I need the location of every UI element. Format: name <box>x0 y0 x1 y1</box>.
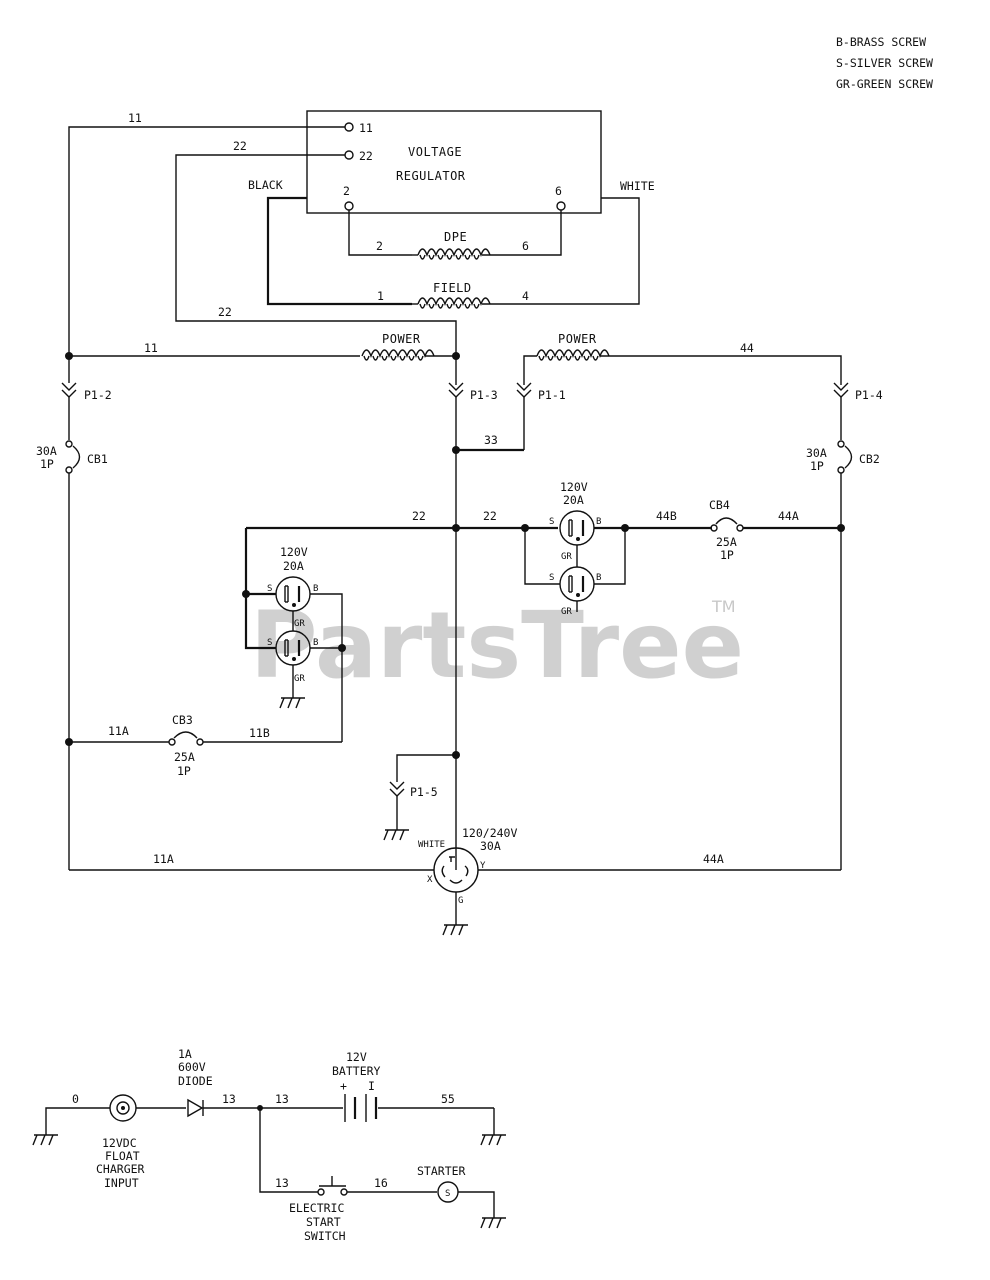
wire-33: 33 <box>484 433 498 447</box>
right-outlet-s2: S <box>549 573 554 583</box>
right-outlet-gr1: GR <box>561 552 572 562</box>
wire-44b: 44B <box>656 509 677 523</box>
watermark: PartsTree <box>250 592 744 699</box>
wire-44a-cb4: 44A <box>778 509 799 523</box>
charger-input-line2: FLOAT <box>105 1149 140 1163</box>
cb2-rating: 30A <box>806 446 827 460</box>
cb3-poles: 1P <box>177 764 191 778</box>
wire-0: 0 <box>72 1092 79 1106</box>
legend-brass: B-BRASS SCREW <box>836 35 926 49</box>
power-coil-right-label: POWER <box>558 332 597 346</box>
battery-plus: + <box>340 1079 347 1093</box>
wire-1: 1 <box>377 289 384 303</box>
wire-16: 16 <box>374 1176 388 1190</box>
regulator-title-line2: REGULATOR <box>396 169 466 183</box>
diode-line1: 1A <box>178 1047 192 1061</box>
power-coil-left-label: POWER <box>382 332 421 346</box>
wire-11b: 11B <box>249 726 270 740</box>
left-outlet-b2: B <box>313 638 318 648</box>
field-coil-label: FIELD <box>433 281 472 295</box>
cb4-poles: 1P <box>720 548 734 562</box>
twist-outlet-g: G <box>458 896 463 906</box>
wire-44-power: 44 <box>740 341 754 355</box>
left-outlet-s2: S <box>267 638 272 648</box>
left-outlet-voltage: 120V <box>280 545 308 559</box>
plug-p1-2: P1-2 <box>84 388 112 402</box>
wire-11-top: 11 <box>128 111 142 125</box>
wire-22-mid: 22 <box>218 305 232 319</box>
diode-symbol <box>187 1098 204 1118</box>
regulator-title-line1: VOLTAGE <box>408 145 462 159</box>
right-outlet-b2: B <box>596 573 601 583</box>
left-outlet-gr1: GR <box>294 619 305 629</box>
right-outlet-gr2: GR <box>561 607 572 617</box>
charger-input-line3: CHARGER <box>96 1162 145 1176</box>
dpe-coil-label: DPE <box>444 230 467 244</box>
regulator-term-6: 6 <box>555 184 562 198</box>
battery-minus: I <box>368 1079 375 1093</box>
cb1-poles: 1P <box>40 457 54 471</box>
battery-line2: BATTERY <box>332 1064 381 1078</box>
wire-13-b: 13 <box>275 1092 289 1106</box>
switch-line3: SWITCH <box>304 1229 346 1243</box>
voltage-regulator <box>306 110 602 214</box>
charger-input-line1: 12VDC <box>102 1136 137 1150</box>
regulator-term-11: 11 <box>359 121 373 135</box>
plug-p1-4: P1-4 <box>855 388 883 402</box>
plug-p1-1: P1-1 <box>538 388 566 402</box>
right-outlet-voltage: 120V <box>560 480 588 494</box>
wire-22-bus-left: 22 <box>412 509 426 523</box>
left-outlet-amps: 20A <box>283 559 304 573</box>
twist-outlet-amps: 30A <box>480 839 501 853</box>
wire-22-top: 22 <box>233 139 247 153</box>
charger-input-line4: INPUT <box>104 1176 139 1190</box>
watermark-tm: TM <box>711 597 736 616</box>
wire-13-c: 13 <box>275 1176 289 1190</box>
cb1-rating: 30A <box>36 444 57 458</box>
wire-6: 6 <box>522 239 529 253</box>
right-outlet-s1: S <box>549 517 554 527</box>
cb4-label: CB4 <box>709 498 730 512</box>
twist-outlet-x: X <box>427 875 433 885</box>
cb2-label: CB2 <box>859 452 880 466</box>
wire-22-bus-right: 22 <box>483 509 497 523</box>
cb3-label: CB3 <box>172 713 193 727</box>
plug-p1-5: P1-5 <box>410 785 438 799</box>
wire-2: 2 <box>376 239 383 253</box>
twist-outlet-voltage: 120/240V <box>462 826 517 840</box>
wire-11-power: 11 <box>144 341 158 355</box>
legend-green: GR-GREEN SCREW <box>836 77 933 91</box>
regulator-term-2: 2 <box>343 184 350 198</box>
plug-p1-3: P1-3 <box>470 388 498 402</box>
twist-outlet-y: Y <box>480 861 486 871</box>
left-outlet-b1: B <box>313 584 318 594</box>
wire-13-a: 13 <box>222 1092 236 1106</box>
legend-silver: S-SILVER SCREW <box>836 56 933 70</box>
cb4-rating: 25A <box>716 535 737 549</box>
twist-outlet-white: WHITE <box>418 840 445 850</box>
starter-symbol: S <box>445 1189 450 1199</box>
battery-line1: 12V <box>346 1050 367 1064</box>
regulator-term-22: 22 <box>359 149 373 163</box>
cb1-label: CB1 <box>87 452 108 466</box>
wire-44a-bottom: 44A <box>703 852 724 866</box>
left-outlet-s1: S <box>267 584 272 594</box>
diode-line2: 600V <box>178 1060 206 1074</box>
right-outlet-amps: 20A <box>563 493 584 507</box>
starter-label: STARTER <box>417 1164 466 1178</box>
left-outlet-gr2: GR <box>294 674 305 684</box>
wire-11a-bottom: 11A <box>153 852 174 866</box>
wire-55: 55 <box>441 1092 455 1106</box>
switch-line2: START <box>306 1215 341 1229</box>
cb3-rating: 25A <box>174 750 195 764</box>
wire-color-black: BLACK <box>248 178 283 192</box>
right-outlet-b1: B <box>596 517 601 527</box>
wire-4: 4 <box>522 289 529 303</box>
wire-color-white: WHITE <box>620 179 655 193</box>
cb2-poles: 1P <box>810 459 824 473</box>
diode-line3: DIODE <box>178 1074 213 1088</box>
switch-line1: ELECTRIC <box>289 1201 344 1215</box>
wire-11a-cb3: 11A <box>108 724 129 738</box>
